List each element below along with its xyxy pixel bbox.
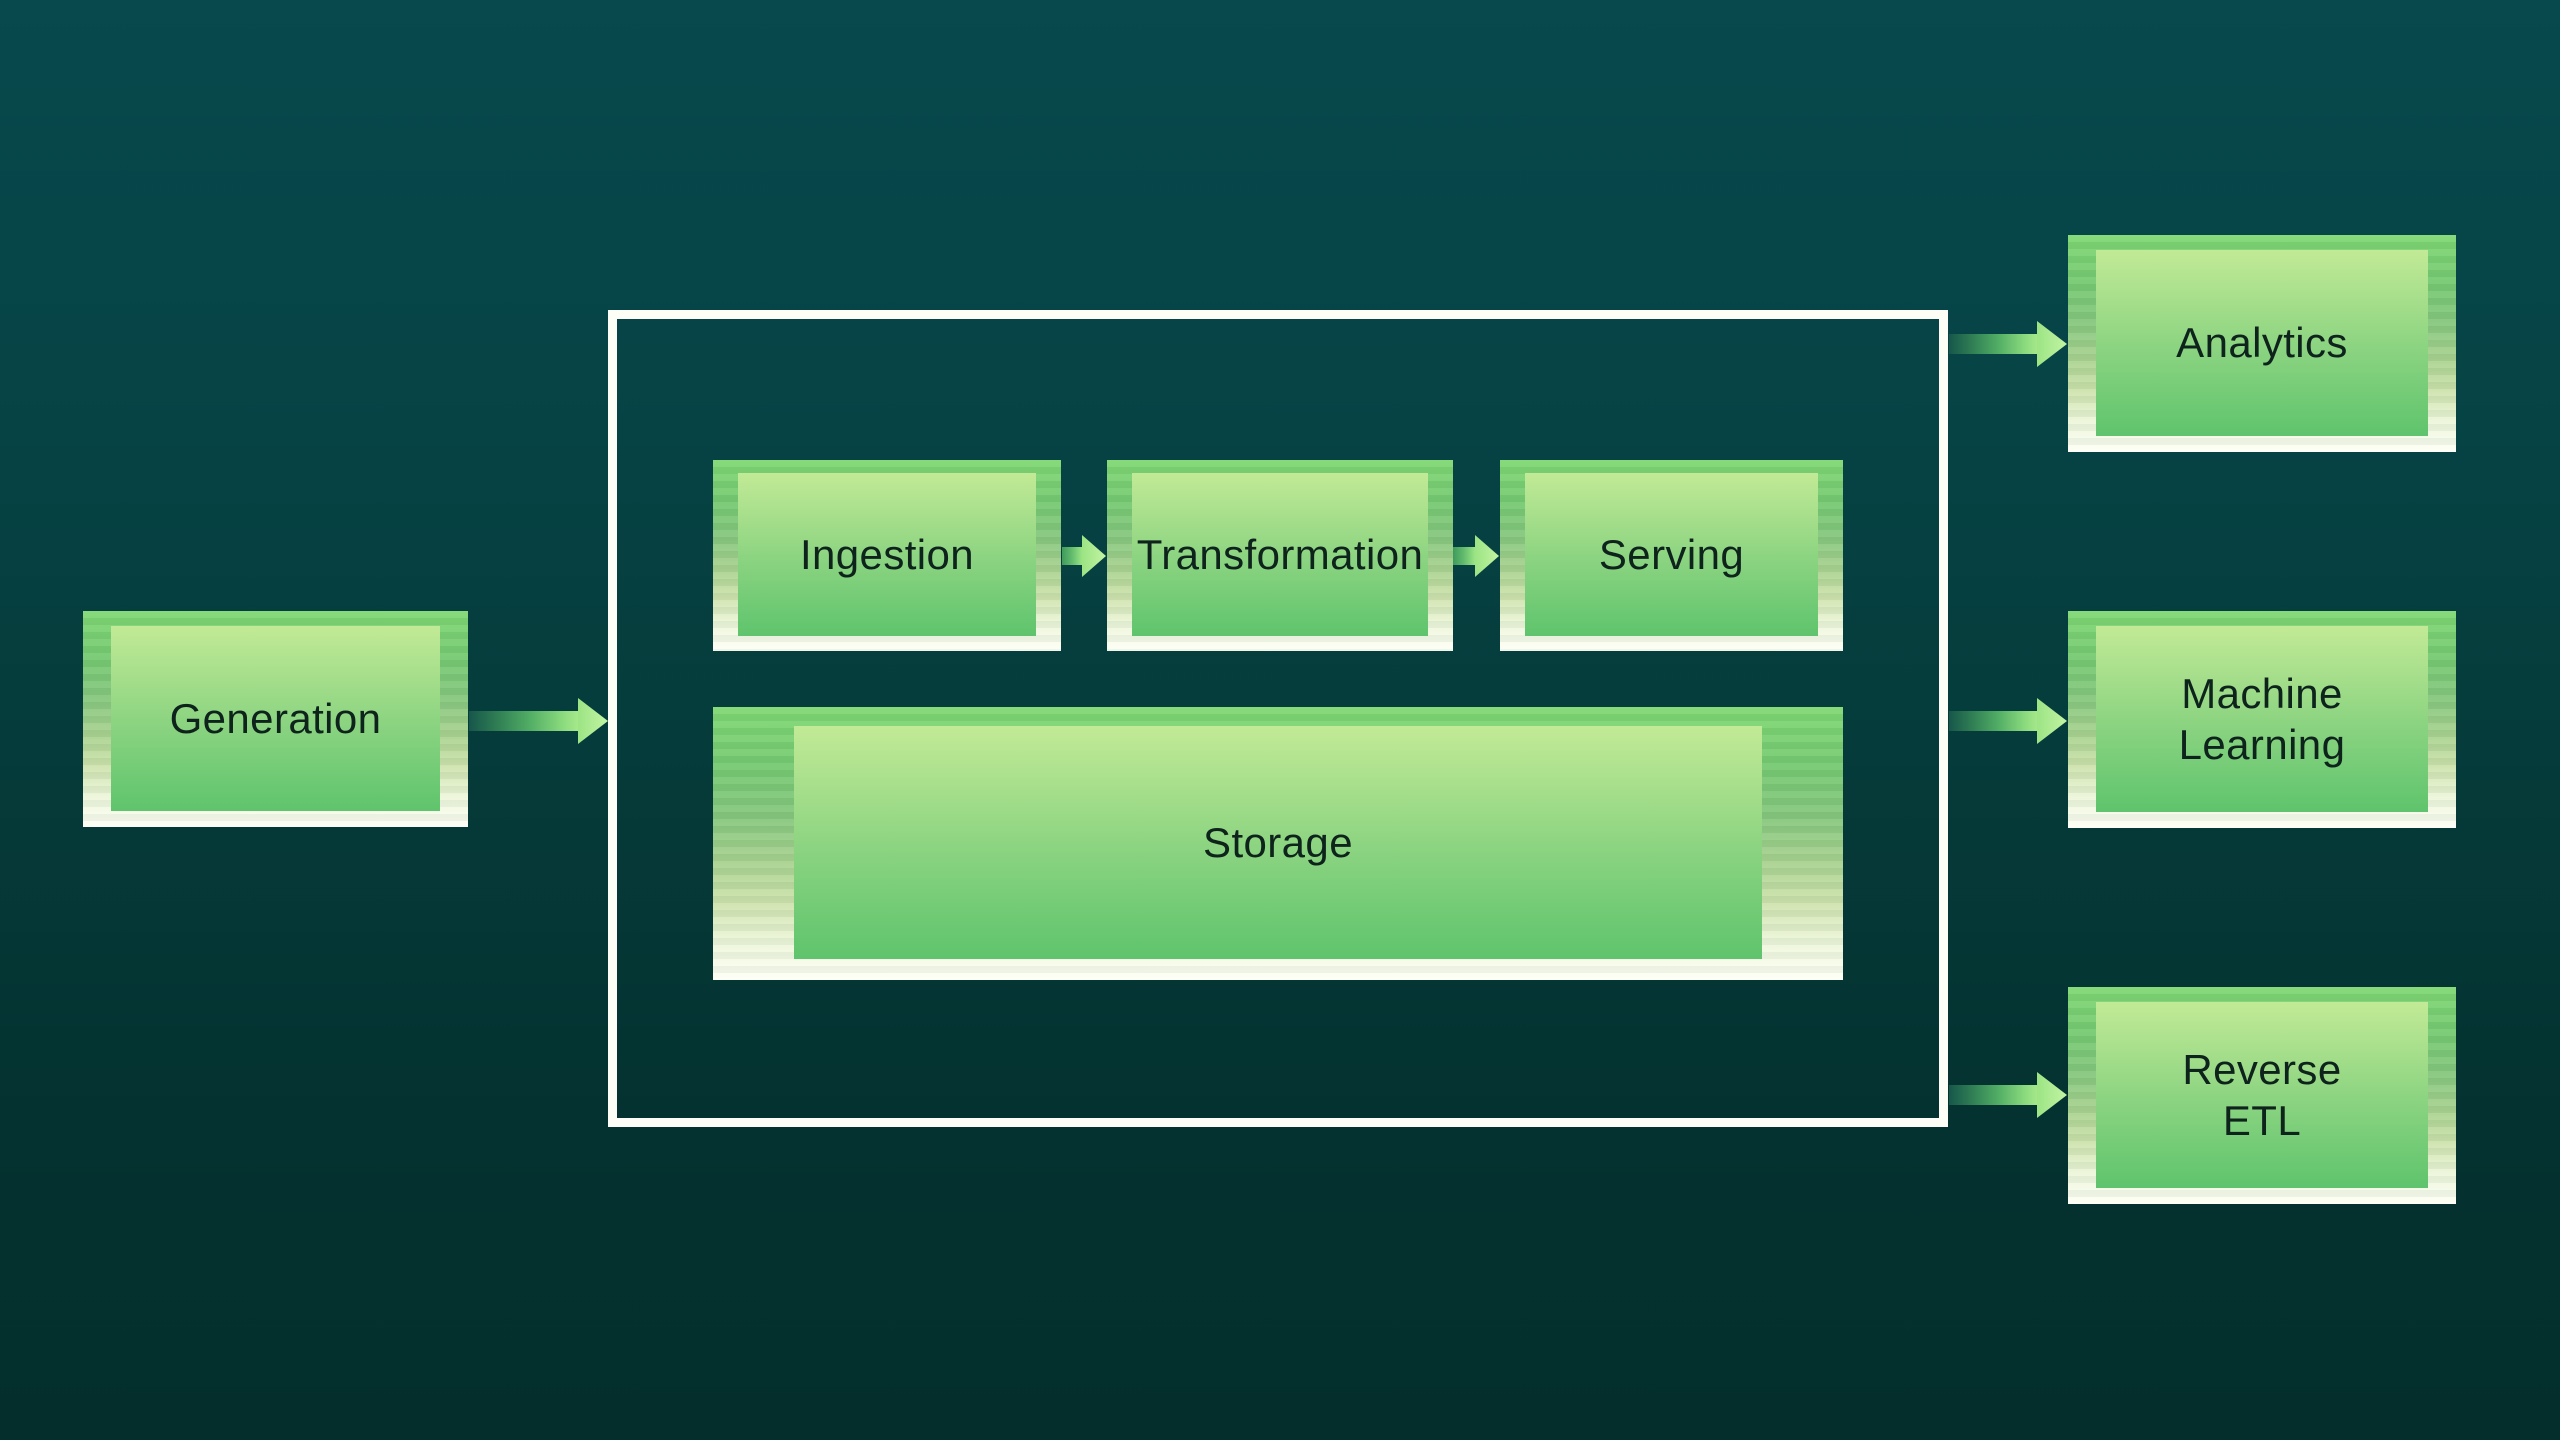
node-storage-panel bbox=[794, 726, 1762, 960]
arrow-head bbox=[578, 698, 608, 744]
arrow-pipeline-to-reverse-etl bbox=[1949, 1072, 2067, 1118]
arrow-shaft bbox=[1949, 1085, 2039, 1105]
node-storage: Storage bbox=[713, 707, 1843, 980]
arrow-transformation-to-serving bbox=[1453, 535, 1499, 577]
node-ingestion: Ingestion bbox=[713, 460, 1061, 651]
arrow-shaft bbox=[1453, 547, 1477, 565]
node-transformation: Transformation bbox=[1107, 460, 1453, 651]
node-generation-label: Generation bbox=[169, 694, 382, 742]
arrow-generation-to-pipeline bbox=[469, 698, 608, 744]
node-storage-label: Storage bbox=[1203, 819, 1353, 867]
pipeline-boundary bbox=[608, 310, 1948, 1127]
arrow-head bbox=[2037, 698, 2067, 744]
node-serving-label: Serving bbox=[1598, 531, 1745, 579]
node-reverse-etl-label: Reverse ETL bbox=[2182, 1046, 2342, 1144]
node-ingestion-panel bbox=[738, 473, 1036, 637]
arrow-ingestion-to-transformation bbox=[1062, 535, 1106, 577]
node-reverse-etl-panel bbox=[2095, 1002, 2429, 1188]
arrow-shaft bbox=[469, 711, 580, 731]
node-transformation-label: Transformation bbox=[1136, 531, 1424, 579]
node-generation-panel bbox=[110, 626, 441, 811]
node-ingestion-label: Ingestion bbox=[799, 531, 975, 579]
node-analytics-panel bbox=[2095, 250, 2429, 436]
arrow-head bbox=[1475, 535, 1499, 577]
arrow-pipeline-to-analytics bbox=[1949, 321, 2067, 367]
node-machine-learning-label: Machine Learning bbox=[2178, 670, 2346, 768]
node-analytics-label: Analytics bbox=[2176, 319, 2348, 367]
arrow-head bbox=[2037, 321, 2067, 367]
arrow-shaft bbox=[1949, 711, 2039, 731]
node-serving-panel bbox=[1524, 473, 1819, 637]
arrow-shaft bbox=[1949, 334, 2039, 354]
node-serving: Serving bbox=[1500, 460, 1843, 651]
arrow-head bbox=[1082, 535, 1106, 577]
node-machine-learning-panel bbox=[2095, 626, 2429, 812]
node-reverse-etl: Reverse ETL bbox=[2068, 987, 2456, 1204]
node-generation: Generation bbox=[83, 611, 468, 827]
arrow-head bbox=[2037, 1072, 2067, 1118]
arrow-pipeline-to-machine-learning bbox=[1949, 698, 2067, 744]
node-analytics: Analytics bbox=[2068, 235, 2456, 452]
node-transformation-panel bbox=[1131, 473, 1429, 637]
node-machine-learning: Machine Learning bbox=[2068, 611, 2456, 828]
arrow-shaft bbox=[1062, 547, 1084, 565]
